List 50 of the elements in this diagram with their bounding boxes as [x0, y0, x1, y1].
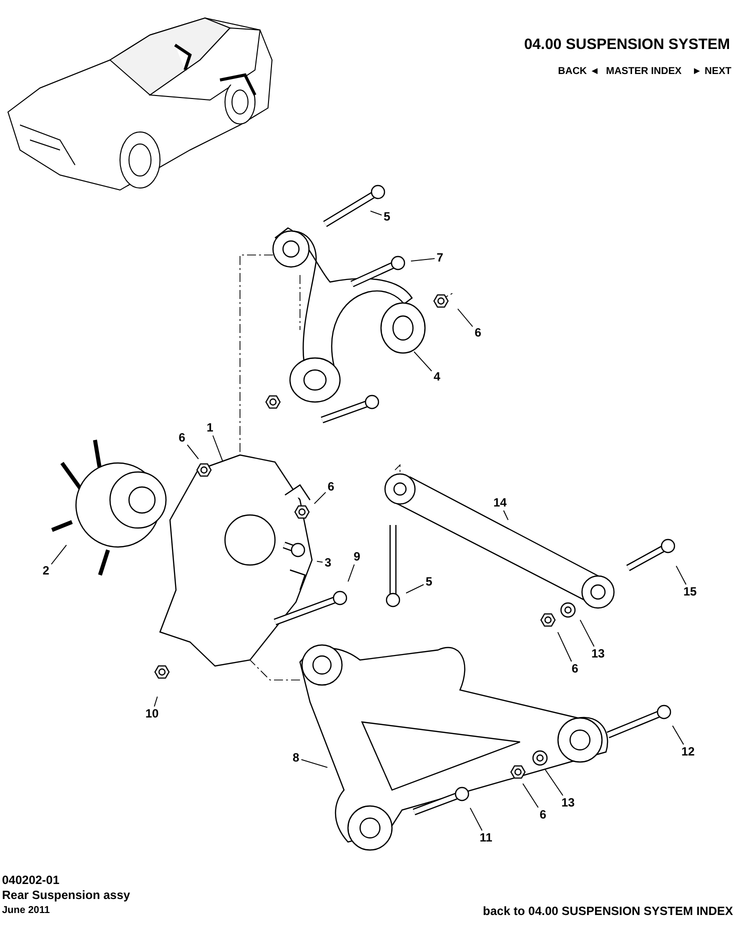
leader-line: [154, 696, 158, 707]
leader-line: [672, 725, 684, 745]
callout-number: 5: [382, 210, 392, 224]
index-link: back to 04.00 SUSPENSION SYSTEM INDEX: [482, 904, 733, 918]
callout-number: 3: [324, 556, 332, 570]
leader-line: [370, 210, 382, 216]
callout-number: 6: [178, 432, 186, 444]
callout-number: 13: [590, 648, 606, 660]
leader-line: [503, 510, 509, 520]
callout-number: 15: [682, 586, 698, 598]
leader-line: [676, 566, 686, 585]
leader-line: [457, 308, 474, 328]
leader-line: [348, 564, 355, 582]
section-title: 04.00 SUSPENSION SYSTEM: [524, 36, 730, 53]
leader-line: [557, 632, 572, 662]
callout-number: 13: [560, 796, 576, 810]
callout-number: 6: [474, 326, 482, 340]
callout-number: 2: [42, 564, 50, 578]
leader-line: [410, 258, 436, 262]
callout-number: 4: [432, 370, 442, 384]
nav-link: ► NEXT: [692, 66, 732, 77]
leader-line: [186, 444, 199, 460]
leader-line: [580, 620, 595, 647]
leader-line: [50, 544, 67, 565]
date-text: June 2011: [2, 905, 50, 916]
callout-number: 6: [326, 480, 336, 494]
callout-number: 8: [292, 752, 300, 764]
nav-link: MASTER INDEX: [606, 66, 682, 77]
callout-number: 1: [206, 422, 214, 434]
callout-number: 9: [352, 550, 362, 564]
nav-link: BACK ◄: [558, 66, 600, 77]
leader-line: [414, 351, 432, 372]
drawing-number: 040202-01: [2, 873, 60, 887]
callout-number: 10: [144, 708, 160, 720]
leader-line: [316, 560, 324, 563]
leader-line: [544, 768, 564, 796]
callout-number: 7: [436, 252, 444, 264]
leader-line: [470, 808, 482, 831]
leader-line: [522, 783, 539, 808]
callout-number: 5: [424, 576, 434, 588]
leader-line: [300, 759, 328, 768]
callout-number: 6: [570, 662, 580, 676]
drawing-title: Rear Suspension assy: [2, 888, 130, 902]
leader-line: [406, 584, 424, 594]
leader-line: [314, 492, 326, 504]
leader-line: [212, 435, 224, 462]
callout-number: 12: [680, 746, 696, 758]
callout-number: 6: [538, 808, 548, 822]
callout-number: 14: [492, 496, 508, 510]
callout-number: 11: [478, 832, 494, 844]
